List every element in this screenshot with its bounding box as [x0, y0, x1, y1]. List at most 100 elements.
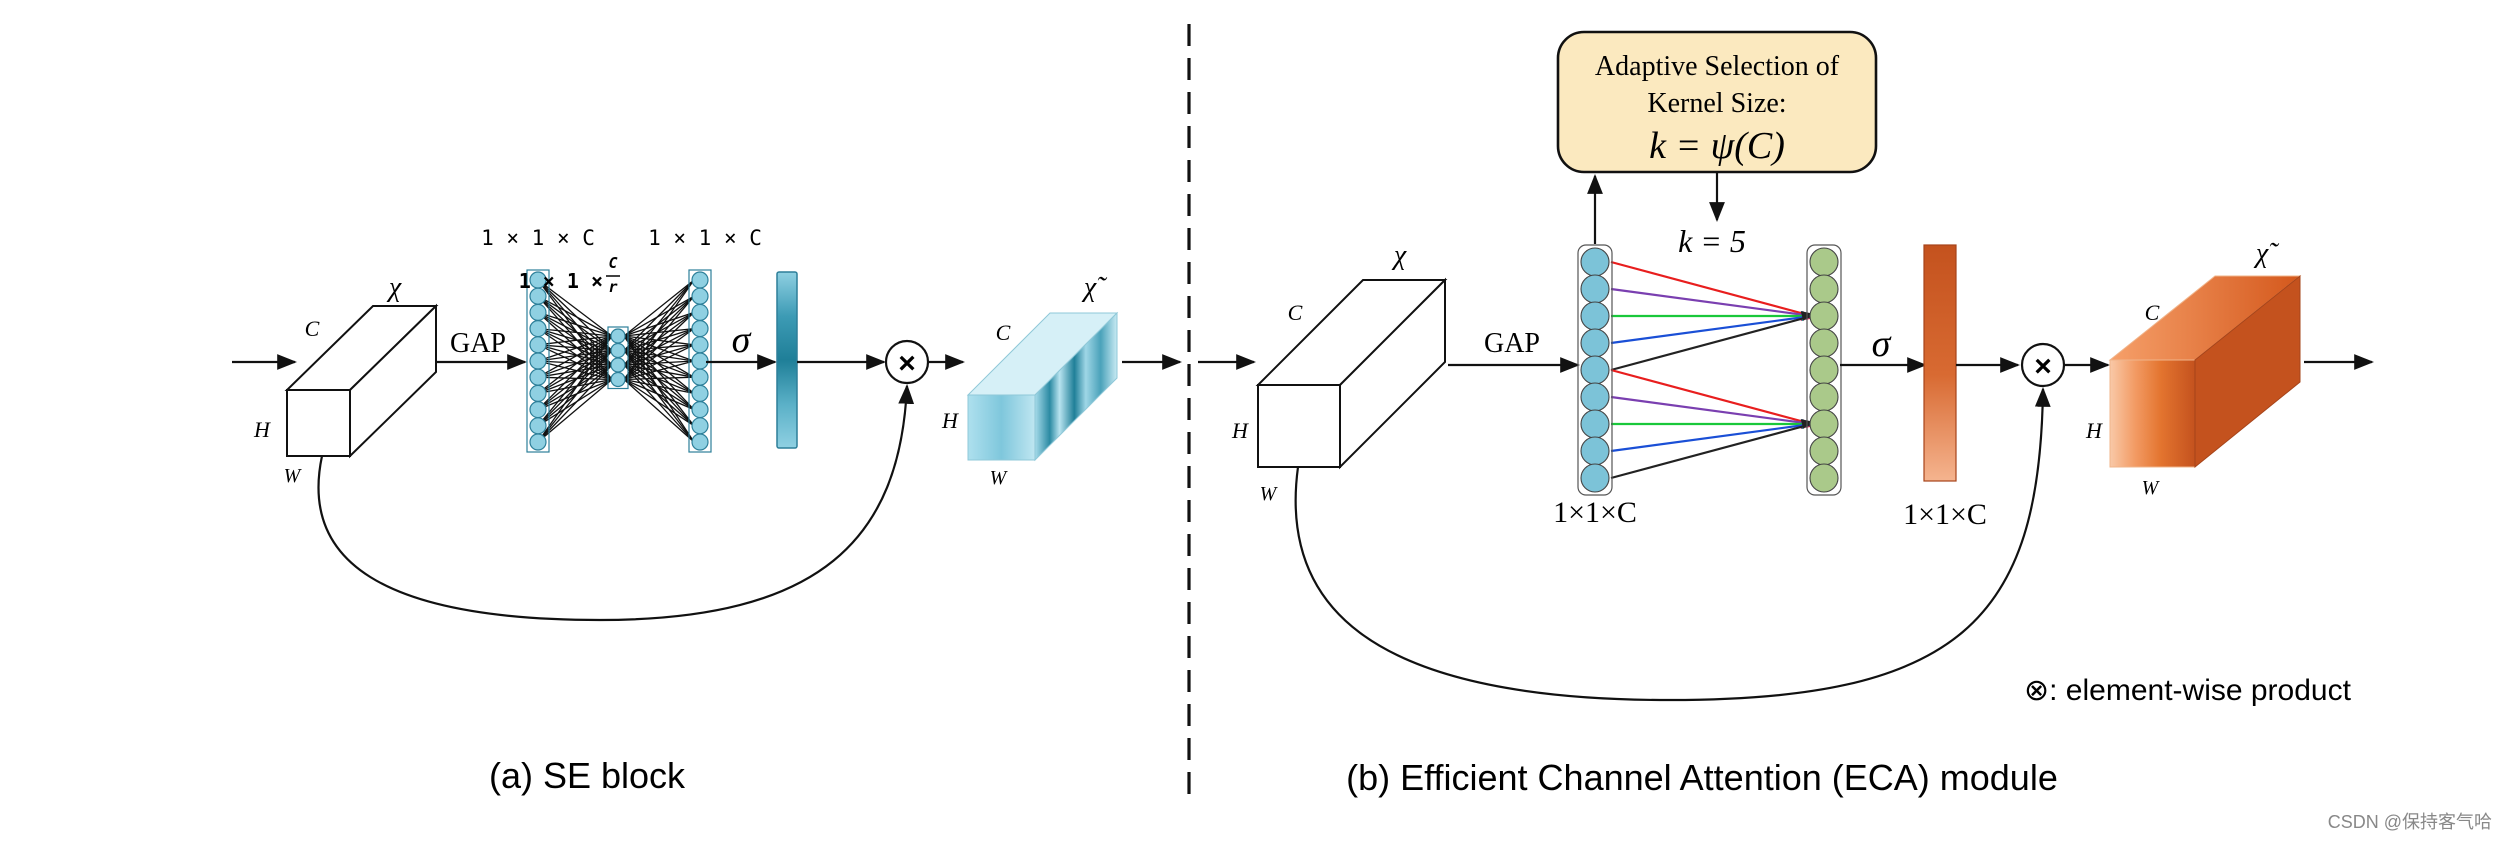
eca-dim-h: H: [1231, 418, 1249, 443]
se-dim-w: W: [284, 465, 303, 487]
eca-conv-node: [1809, 301, 1839, 331]
eca-conv-node: [1809, 355, 1839, 385]
se-bottleneck-vector: [607, 326, 629, 390]
eca-dim-w: W: [1260, 483, 1279, 505]
kernel-size-box: Adaptive Selection of Kernel Size: k = ψ…: [1556, 30, 1878, 174]
eca-attention-vector: [1923, 244, 1957, 482]
se-fc2-node: [691, 384, 709, 402]
se-fc1-node: [529, 433, 547, 451]
se-fc1-node: [529, 336, 547, 354]
se-fc2-node: [691, 352, 709, 370]
eca-input-symbol: χ: [1391, 240, 1407, 271]
se-output-dim-h: H: [941, 408, 959, 433]
se-bottleneck-prefix: 1 × 1 ×: [519, 269, 603, 293]
se-fc2-node: [691, 303, 709, 321]
eca-caption: (b) Efficient Channel Attention (ECA) mo…: [1346, 757, 2058, 798]
se-bottleneck-node: [610, 357, 626, 373]
se-output-dim-c: C: [996, 320, 1011, 345]
eca-conv-node: [1809, 247, 1839, 277]
eca-output-dim-h: H: [2085, 418, 2103, 443]
se-fc2-node: [691, 271, 709, 289]
eca-module: χ C H W GAP Adaptive Selection of Kernel…: [1198, 30, 2374, 798]
se-output-dim-w: W: [990, 467, 1009, 489]
eca-gap-node: [1580, 382, 1610, 412]
se-sigma: σ: [732, 319, 752, 361]
kernel-box-formula: k = ψ(C): [1649, 125, 1785, 167]
se-attention-vector: [776, 271, 798, 449]
eca-gap-node: [1580, 409, 1610, 439]
se-fc2-vector: [688, 269, 712, 453]
se-fc1-node: [529, 417, 547, 435]
se-dim-c: C: [305, 316, 320, 341]
kernel-box-line1: Adaptive Selection of: [1595, 51, 1840, 82]
watermark: CSDN @保持客气哈: [2328, 812, 2492, 832]
eca-conv-node: [1809, 328, 1839, 358]
se-fc2-node: [691, 401, 709, 419]
eca-gap-node: [1580, 328, 1610, 358]
eca-gap-label: GAP: [1484, 328, 1540, 359]
eca-gap-vector: [1577, 244, 1613, 496]
eca-conv-node: [1809, 274, 1839, 304]
eca-gap-node: [1580, 301, 1610, 331]
se-output-tensor: [966, 311, 1119, 462]
eca-gap-node: [1580, 463, 1610, 493]
eca-gap-node: [1580, 436, 1610, 466]
se-bottleneck-node: [610, 371, 626, 388]
se-input-symbol: χ: [386, 272, 402, 303]
se-fc2-node: [691, 433, 709, 451]
se-bottleneck-den: r: [608, 278, 617, 296]
eca-conv-node: [1809, 409, 1839, 439]
eca-output-symbol: χ̃: [2253, 238, 2280, 269]
eca-product-node: ×: [2020, 342, 2066, 388]
eca-skip-connection: [1294, 387, 2051, 702]
eca-output-tensor: [2108, 274, 2302, 469]
eca-vector-dim: 1×1×C: [1553, 496, 1637, 529]
eca-conv-node: [1809, 463, 1839, 493]
se-bottleneck-node: [610, 342, 626, 359]
se-fc2-dim: 1 × 1 × C: [648, 226, 762, 250]
se-fc1-node: [529, 320, 547, 338]
se-fc1-dim: 1 × 1 × C: [481, 226, 595, 250]
se-fc1-node: [529, 384, 547, 402]
se-product-node: ×: [884, 339, 930, 385]
se-skip-connection: [317, 384, 915, 622]
eca-output-dim-w: W: [2142, 477, 2161, 499]
eca-conv-connections: [1610, 260, 1813, 480]
se-fc1-node: [529, 401, 547, 419]
se-output-symbol: χ̃: [1081, 272, 1108, 303]
se-product-symbol: ×: [898, 347, 916, 380]
se-fc2-node: [691, 417, 709, 435]
se-fc-connections: [537, 279, 695, 443]
se-fc1-node: [529, 352, 547, 370]
eca-gap-node: [1580, 247, 1610, 277]
se-fc2-node: [691, 287, 709, 305]
se-fc1-vector: [526, 269, 550, 453]
se-caption: (a) SE block: [489, 755, 686, 796]
se-bottleneck-dim: 1 × 1 × C r: [519, 254, 620, 296]
se-fc2-node: [691, 336, 709, 354]
eca-attention-dim: 1×1×C: [1903, 498, 1987, 531]
eca-dim-c: C: [1288, 300, 1303, 325]
eca-conv-node: [1809, 436, 1839, 466]
eca-product-symbol: ×: [2034, 350, 2052, 383]
eca-k-value: k = 5: [1678, 223, 1746, 259]
se-fc1-node: [529, 368, 547, 386]
kernel-box-line2: Kernel Size:: [1647, 88, 1786, 119]
eca-conv-vector: [1806, 244, 1842, 496]
se-gap-label: GAP: [450, 328, 506, 359]
se-bottleneck-node: [610, 328, 626, 344]
se-input-tensor: [284, 303, 439, 459]
se-dim-h: H: [253, 417, 271, 442]
se-fc2-node: [691, 368, 709, 386]
eca-input-tensor: [1255, 277, 1448, 470]
eca-output-dim-c: C: [2145, 300, 2160, 325]
se-fc2-node: [691, 320, 709, 338]
se-bottleneck-num: C: [608, 254, 617, 272]
eca-gap-node: [1580, 274, 1610, 304]
se-fc1-node: [529, 303, 547, 321]
eca-sigma: σ: [1872, 323, 1892, 365]
se-block: χ C H W GAP 1 × 1 × C 1 × 1 × C 1 × 1 × …: [232, 226, 1182, 796]
eca-gap-node: [1580, 355, 1610, 385]
